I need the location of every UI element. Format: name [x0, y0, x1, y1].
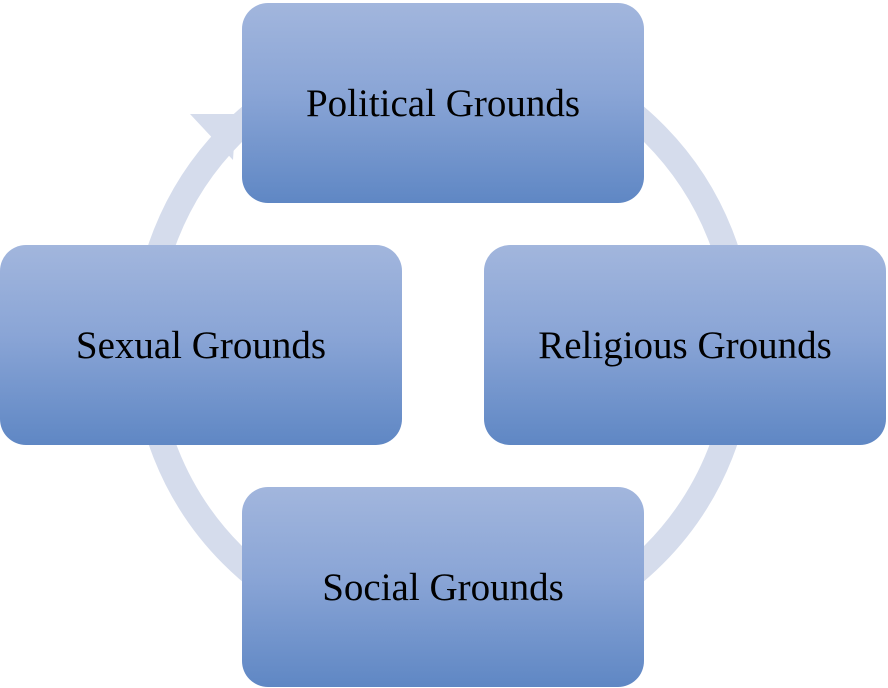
social-grounds-label: Social Grounds: [322, 565, 564, 609]
sexual-grounds-label: Sexual Grounds: [75, 323, 327, 367]
political-grounds-box: Political Grounds: [242, 3, 644, 203]
religious-grounds-label: Religious Grounds: [538, 323, 832, 367]
social-grounds-box: Social Grounds: [242, 487, 644, 687]
sexual-grounds-box: Sexual Grounds: [0, 245, 402, 445]
political-grounds-label: Political Grounds: [305, 81, 581, 125]
religious-grounds-box: Religious Grounds: [484, 245, 886, 445]
cycle-arrowhead-icon: [190, 114, 236, 160]
